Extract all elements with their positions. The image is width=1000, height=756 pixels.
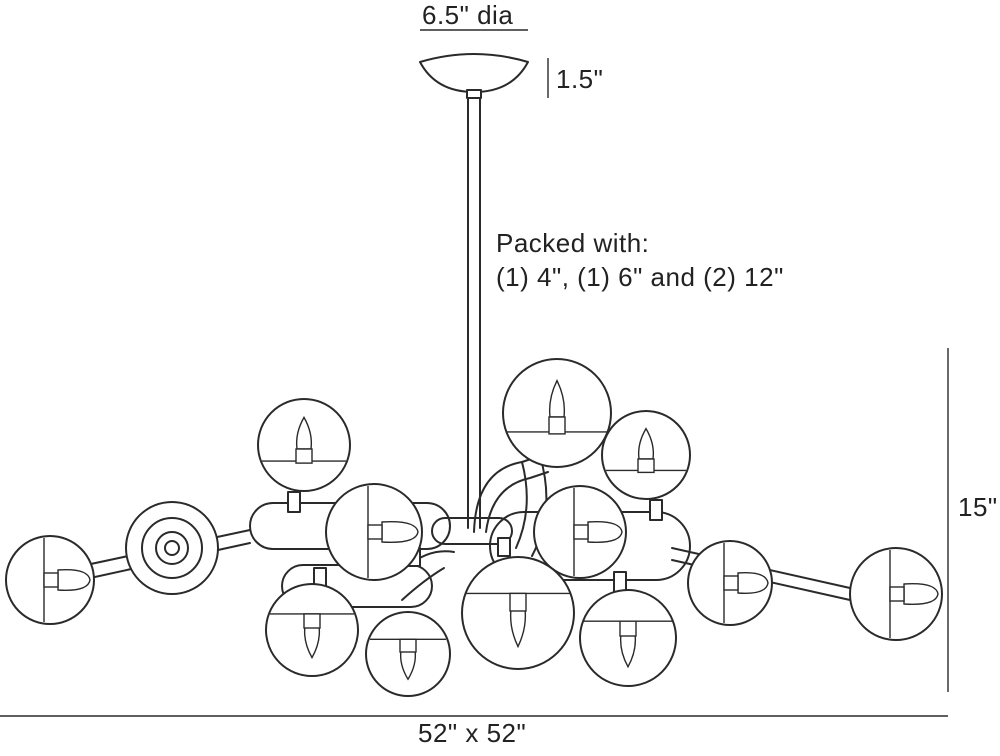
globe-shade-6	[533, 485, 627, 579]
globe-shade-1	[502, 358, 612, 468]
ceiling-canopy	[419, 53, 529, 99]
overall-width-label: 52" x 52"	[418, 718, 527, 748]
globe-shade-3	[601, 410, 691, 500]
globe-shade-8	[365, 611, 451, 697]
canopy-diameter-label: 6.5" dia	[422, 0, 514, 30]
overall-height-label: 15"	[958, 492, 998, 522]
globe-shade-7	[265, 583, 359, 677]
globe-shade-11	[687, 540, 773, 626]
globe-shade-9	[461, 556, 575, 670]
globe-front-ring	[125, 501, 219, 595]
canopy-height-label: 1.5"	[556, 64, 604, 94]
packed-with-line2: (1) 4", (1) 6" and (2) 12"	[496, 262, 784, 292]
globe-shade-5	[325, 483, 423, 581]
globe-group	[5, 358, 943, 697]
globe-shade-4	[5, 535, 95, 625]
globe-shade-10	[579, 589, 677, 687]
downrod	[467, 97, 481, 529]
packed-with-line1: Packed with:	[496, 228, 650, 258]
globe-shade-12	[849, 547, 943, 641]
globe-shade-2	[257, 398, 351, 492]
